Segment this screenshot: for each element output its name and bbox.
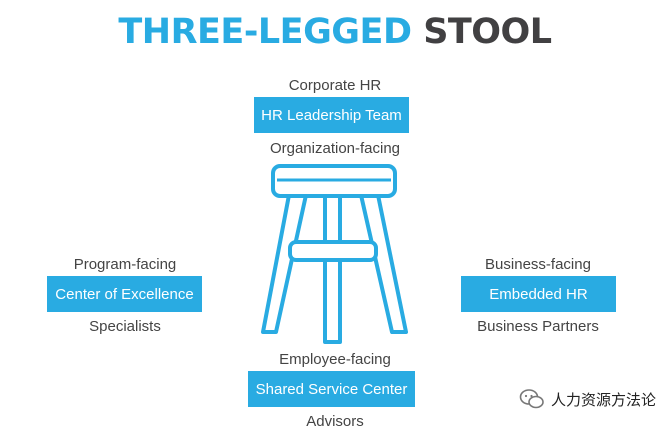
- right-box: Embedded HR: [461, 276, 616, 312]
- watermark: 人力资源方法论: [519, 388, 656, 410]
- top-above-label: Corporate HR: [288, 77, 382, 94]
- left-below-label: Specialists: [89, 318, 161, 335]
- diagram-title: THREE-LEGGED STOOL: [0, 12, 670, 52]
- right-above-label: Business-facing: [485, 256, 591, 273]
- top-box: HR Leadership Team: [254, 97, 409, 133]
- left-box: Center of Excellence: [47, 276, 202, 312]
- stool-icon: [261, 164, 408, 344]
- bottom-below-label: Advisors: [306, 413, 364, 430]
- right-below-label: Business Partners: [477, 318, 599, 335]
- title-dark: STOOL: [423, 12, 552, 52]
- watermark-text: 人力资源方法论: [550, 390, 656, 409]
- left-above-label: Program-facing: [73, 256, 177, 273]
- top-below-label: Organization-facing: [269, 140, 401, 157]
- bottom-box: Shared Service Center: [248, 371, 415, 407]
- wechat-icon: [519, 389, 544, 409]
- title-accent: THREE-LEGGED: [118, 12, 412, 52]
- bottom-above-label: Employee-facing: [279, 351, 391, 368]
